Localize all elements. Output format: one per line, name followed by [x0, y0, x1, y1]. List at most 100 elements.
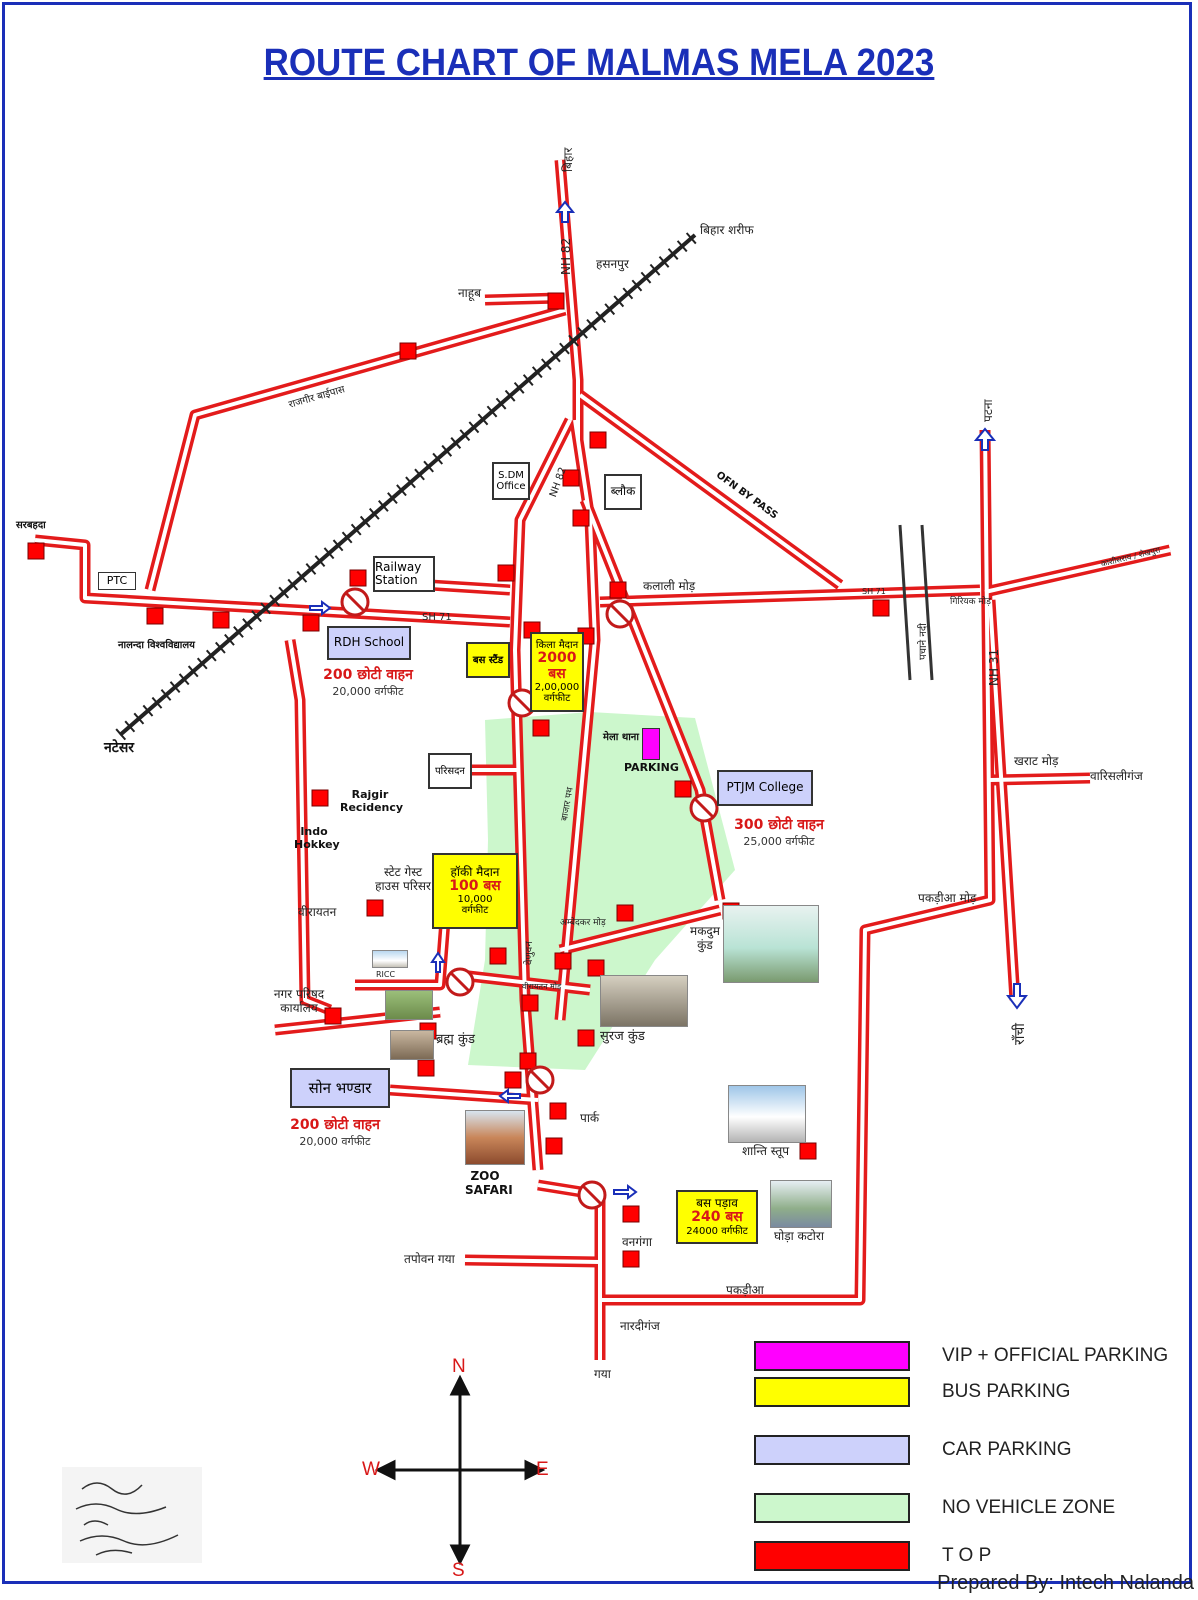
no-entry-signs	[340, 587, 719, 1210]
label-bihar: बिहार	[561, 147, 575, 172]
road-centres	[34, 159, 1171, 1360]
compass-south: S	[452, 1560, 465, 1581]
shanti-stup-photo	[728, 1085, 806, 1143]
no-entry-icon	[605, 599, 635, 629]
bus-padav-area: 24000 वर्गफीट	[686, 1225, 748, 1237]
top-point	[302, 614, 320, 632]
parking-bus-padav: बस पड़ाव 240 बस 24000 वर्गफीट	[676, 1190, 758, 1244]
top-point	[497, 564, 515, 582]
makdum-kund-photo	[723, 905, 819, 983]
top-point	[366, 899, 384, 917]
road-south	[537, 1179, 606, 1360]
top-point	[589, 431, 607, 449]
signature-scribble	[75, 1482, 179, 1556]
map-title: ROUTE CHART OF MALMAS MELA 2023	[263, 42, 935, 84]
label-parking: PARKING	[624, 761, 679, 774]
top-point	[616, 904, 634, 922]
label-zoo-safari: ZOO SAFARI	[465, 1169, 513, 1197]
label-brahm-kund: ब्रह्म कुंड	[436, 1032, 475, 1047]
compass-west: W	[362, 1459, 380, 1480]
arrow-left-icon	[498, 1088, 521, 1104]
label-nahub: नाहूब	[458, 286, 481, 300]
no-entry-icon	[689, 793, 719, 823]
legend-item-no-vehicle: NO VEHICLE ZONE	[754, 1492, 1115, 1524]
son-capacity: 200 छोटी वाहन	[290, 1117, 380, 1133]
label-sh71: SH 71	[422, 612, 452, 623]
label-nh82: NH 82	[559, 237, 573, 275]
label-giriyak-mod: गिरियक मोड़	[950, 597, 991, 607]
label-indo-hokkey: Indo Hokkey	[294, 825, 340, 851]
top-point	[547, 292, 565, 310]
legend-swatch	[754, 1341, 910, 1371]
arrow-down-icon	[1006, 983, 1028, 1010]
label-block: ब्लौक	[604, 474, 642, 510]
label-virayatan: वीरायतन	[298, 905, 337, 919]
label-sh71-east: SH 71	[862, 587, 886, 596]
top-point	[622, 1250, 640, 1268]
label-sarbahda: सरबहदा	[16, 520, 46, 531]
label-ricc: RICC	[376, 970, 396, 979]
label-pakdia-mod: पकड़ीआ मोड़	[918, 891, 977, 905]
no-entry-icon	[525, 1065, 555, 1095]
top-point	[417, 1059, 435, 1077]
parking-son-bhandar: सोन भण्डार	[290, 1068, 390, 1108]
label-gaya: गया	[594, 1367, 611, 1381]
caption-ptjm-college: 300 छोटी वाहन 25,000 वर्गफीट	[714, 815, 844, 849]
label-ghoda-katora: घोड़ा कटोरा	[774, 1229, 824, 1243]
label-kharat-mod: खराट मोड़	[1014, 754, 1059, 768]
parking-kila-maidan: किला मैदान 2000 बस 2,00,000 वर्गफीट	[530, 632, 584, 712]
rdh-capacity: 200 छोटी वाहन	[323, 667, 413, 683]
label-vanganga: वनगंगा	[622, 1235, 652, 1249]
top-point	[311, 789, 329, 807]
ptjm-capacity: 300 छोटी वाहन	[734, 817, 824, 833]
top-point	[212, 611, 230, 629]
caption-son-bhandar: 200 छोटी वाहन 20,000 वर्गफीट	[270, 1115, 400, 1149]
bus-padav-name: बस पड़ाव	[696, 1196, 738, 1211]
zoo-safari-photo	[465, 1110, 525, 1165]
label-venuvan: वेणुवन	[524, 941, 535, 965]
top-point	[674, 780, 692, 798]
arrow-up-icon	[554, 200, 576, 223]
top-point	[799, 1142, 817, 1160]
parking-hockey-maidan: हॉकी मैदान 100 बस 10,000 वर्गफीट	[432, 853, 518, 929]
prepared-by: Prepared By: Intech Nalanda	[937, 1572, 1194, 1594]
label-virayatan-mod: वीरायतन मोड़	[522, 982, 562, 991]
kila-name: किला मैदान	[535, 640, 579, 652]
label-railway-station: Railway Station	[373, 556, 435, 592]
parking-ptjm-college: PTJM College	[717, 770, 813, 806]
label-park: पार्क	[580, 1111, 600, 1125]
top-points	[27, 292, 890, 1268]
legend-label: CAR PARKING	[942, 1439, 1072, 1460]
no-entry-icon	[340, 587, 370, 617]
top-point	[609, 581, 627, 599]
ptjm-area: 25,000 वर्गफीट	[743, 835, 815, 848]
park-photo	[385, 990, 433, 1020]
parking-rdh-school: RDH School	[327, 626, 411, 660]
arrow-right-icon	[613, 1184, 638, 1200]
parking-bus-stand: बस स्टैंड	[466, 642, 510, 678]
ricc-photo	[372, 950, 408, 968]
label-sdm-office: S.DM Office	[492, 462, 530, 500]
label-hasanpur: हसनपुर	[596, 257, 629, 271]
label-suraj-kund: सुरज कुंड	[600, 1029, 645, 1044]
top-point	[489, 947, 507, 965]
label-parisadan: परिसदन	[428, 753, 472, 789]
label-ptc: PTC	[98, 572, 136, 590]
top-point	[27, 542, 45, 560]
legend-item-car: CAR PARKING	[754, 1434, 1072, 1466]
top-point	[521, 994, 539, 1012]
legend-label: BUS PARKING	[942, 1381, 1071, 1402]
top-point	[562, 469, 580, 487]
top-point	[587, 959, 605, 977]
top-point	[146, 607, 164, 625]
road-rajgir-bypass	[144, 304, 567, 592]
top-point	[504, 1071, 522, 1089]
kila-capacity: 2000 बस	[537, 650, 577, 682]
compass-rose	[374, 1374, 546, 1566]
rdh-area: 20,000 वर्गफीट	[332, 685, 404, 698]
river-panchane	[898, 524, 934, 681]
son-area: 20,000 वर्गफीट	[299, 1135, 371, 1148]
legend-item-vip: VIP + OFFICIAL PARKING	[754, 1340, 1168, 1372]
legend-item-top: T O P	[754, 1540, 991, 1572]
